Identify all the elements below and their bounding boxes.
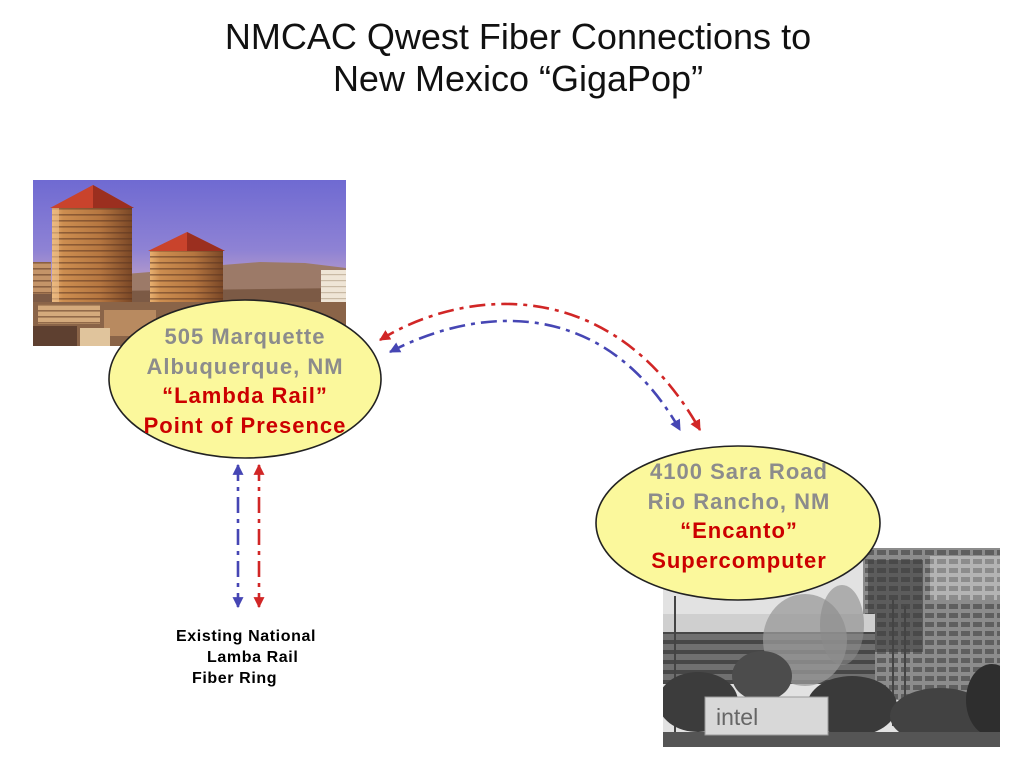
node-role: Supercomputer bbox=[651, 547, 827, 573]
node-name: “Encanto” bbox=[680, 518, 798, 543]
slide-title-line: NMCAC Qwest Fiber Connections to bbox=[224, 16, 812, 57]
fiber-ring-label-line: Existing National bbox=[176, 628, 316, 645]
intel-sign-lettering: intel bbox=[716, 704, 758, 730]
encanto-supercomputer-node bbox=[595, 445, 881, 601]
intel-sign: intel bbox=[704, 696, 829, 736]
fiber-ring-label-line: Fiber Ring bbox=[192, 670, 278, 687]
node-name: “Lambda Rail” bbox=[162, 383, 328, 408]
node-role: Point of Presence bbox=[143, 412, 347, 438]
node-city: Albuquerque, NM bbox=[146, 353, 344, 379]
node-address: 505 Marquette bbox=[164, 324, 326, 349]
lambda-rail-pop-label: 505 Marquette Albuquerque, NM “Lambda Ra… bbox=[144, 322, 347, 440]
node-address: 4100 Sara Road bbox=[650, 459, 828, 484]
fiber-ring-label-line: Lamba Rail bbox=[207, 649, 299, 666]
node-city: Rio Rancho, NM bbox=[647, 488, 831, 514]
fiber-link-red-arc bbox=[379, 302, 702, 431]
fiber-link-blue-arc bbox=[389, 319, 682, 431]
encanto-supercomputer-label: 4100 Sara Road Rio Rancho, NM “Encanto” … bbox=[648, 457, 831, 575]
slide-title: NMCAC Qwest Fiber Connections to New Mex… bbox=[20, 16, 1016, 100]
slide-title-line: New Mexico “GigaPop” bbox=[332, 58, 704, 99]
